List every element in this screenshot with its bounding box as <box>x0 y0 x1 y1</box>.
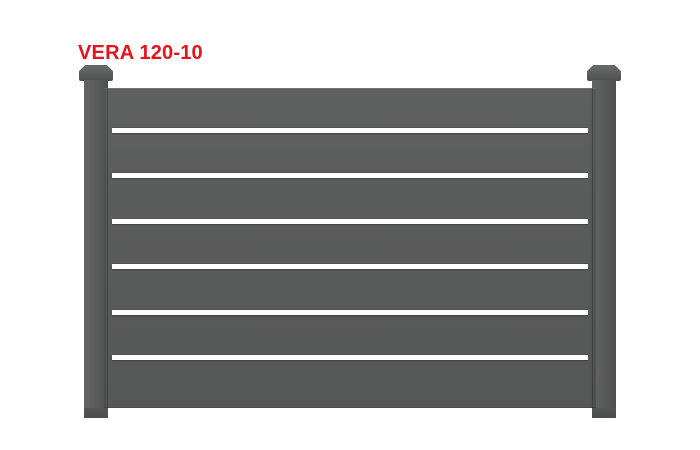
panel-left-shadow <box>104 88 108 408</box>
right-post-seam <box>592 88 593 408</box>
slat <box>112 355 588 360</box>
panel-right-shadow <box>588 88 596 408</box>
slat <box>112 128 588 133</box>
right-post <box>592 80 616 418</box>
left-post-foot <box>84 408 108 418</box>
slat <box>112 219 588 224</box>
fence-panel <box>104 88 596 408</box>
right-post-foot <box>592 408 616 418</box>
left-post-cap-icon <box>79 65 113 81</box>
slat <box>112 264 588 269</box>
slat <box>112 173 588 178</box>
right-post-cap-icon <box>587 65 621 81</box>
slat <box>112 310 588 315</box>
page-title: VERA 120-10 <box>78 42 203 64</box>
left-post-seam <box>107 88 108 408</box>
